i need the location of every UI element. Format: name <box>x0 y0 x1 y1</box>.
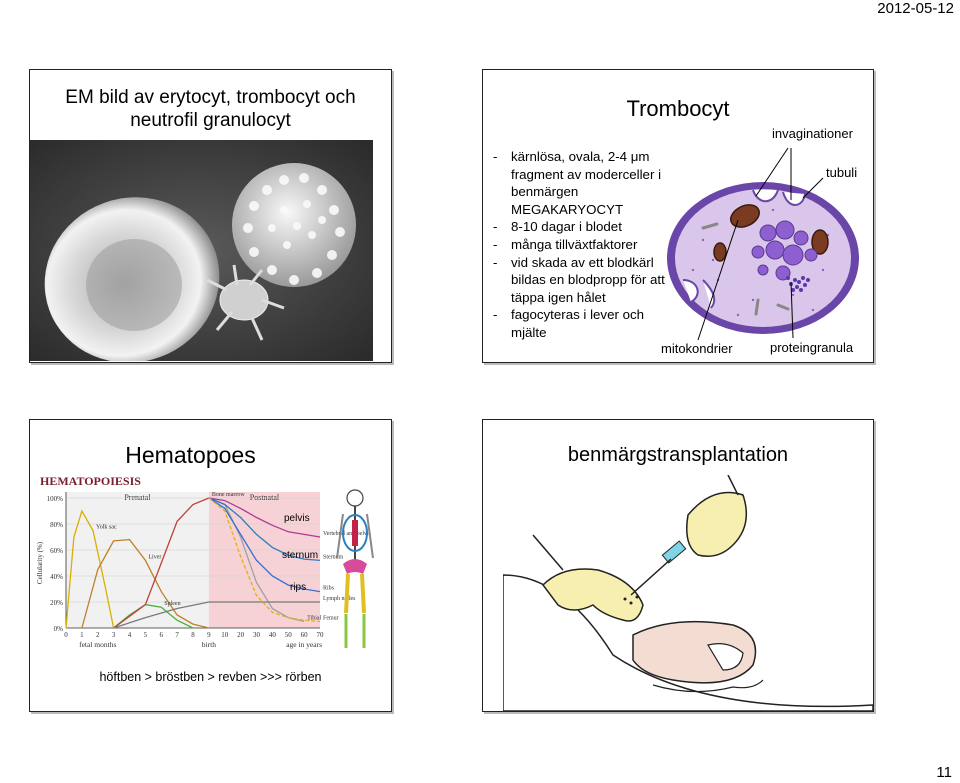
x-tick-label: 70 <box>317 631 325 639</box>
y-tick-label: 40% <box>50 573 63 581</box>
thrombocyte <box>206 264 285 341</box>
slide1-title: EM bild av erytocyt, trombocyt och neutr… <box>30 86 391 132</box>
label-tubuli: tubuli <box>826 165 858 180</box>
x-tick-label: 9 <box>207 631 211 639</box>
slide2-title: Trombocyt <box>626 96 730 121</box>
x-label-age: age in years <box>286 640 322 649</box>
series-line-liver <box>81 538 210 629</box>
left-hand <box>542 568 644 622</box>
slide1-title-line2: neutrofil granulocyt <box>130 110 291 131</box>
series-line-vertebral-and-pelvis <box>208 497 321 538</box>
series-label: Yolk sac <box>96 525 117 531</box>
y-tick-label: 60% <box>50 547 63 555</box>
x-tick-label: 6 <box>160 631 164 639</box>
slide-benmargstransplantation: benmärgstransplantation <box>482 419 874 712</box>
series-line-yolk-sac <box>65 509 115 629</box>
skeleton-figure <box>336 489 374 648</box>
x-tick-label: 20 <box>237 631 245 639</box>
annotation-sternum: sternum <box>282 550 319 561</box>
series-label: Lymph nodes <box>323 596 356 602</box>
x-tick-label: 2 <box>96 631 100 639</box>
bullet-4: vid skada av ett blodkärl bildas en blod… <box>489 254 669 307</box>
annotation-pelvis: pelvis <box>284 513 310 524</box>
slide4-title: benmärgstransplantation <box>567 444 789 466</box>
series-line-spleen <box>113 603 194 629</box>
x-tick-label: 5 <box>144 631 148 639</box>
x-tick-label: 40 <box>269 631 277 639</box>
slide-hematopoes: Hematopoes HEMATOPOIESIS Prenatal Postnat… <box>29 419 392 712</box>
slide1-title-line1: EM bild av erytocyt, trombocyt och <box>65 87 356 108</box>
slide3-title: Hematopoes <box>125 442 256 468</box>
series-label: Ribs <box>323 586 335 592</box>
x-tick-label: 30 <box>253 631 261 639</box>
series-line-bone-marrow <box>113 497 210 629</box>
region-postnatal <box>208 492 320 628</box>
y-tick-label: 0% <box>54 625 64 633</box>
y-axis-label: Cellularity (%) <box>36 541 44 584</box>
series-label: Liver <box>148 554 161 560</box>
series-label: Femur <box>323 616 339 622</box>
postnatal-label: Postnatal <box>250 493 280 502</box>
region-prenatal <box>66 492 209 628</box>
series-label: Tibial <box>307 616 321 622</box>
x-label-birth: birth <box>202 640 216 649</box>
right-hand <box>686 491 748 557</box>
slide3-caption: höftben > bröstben > revben >>> rörben <box>99 670 322 684</box>
series-label: Bone marrow <box>212 492 245 498</box>
series-label: Sternum <box>323 554 344 560</box>
annotation-rips: rips <box>290 582 307 593</box>
bullet-1: kärnlösa, ovala, 2-4 μm fragment av mode… <box>489 148 669 218</box>
slide-em-image: EM bild av erytocyt, trombocyt och neutr… <box>29 69 392 363</box>
series-label: Vertebral and pelvis <box>323 531 372 537</box>
series-label: Spleen <box>164 601 180 607</box>
x-tick-label: 50 <box>285 631 293 639</box>
x-tick-label: 10 <box>221 631 229 639</box>
platelet-diagram <box>667 147 859 341</box>
label-protein: proteingranula <box>770 340 854 355</box>
x-tick-label: 7 <box>175 631 179 639</box>
em-micrograph <box>30 140 373 361</box>
x-tick-label: 60 <box>301 631 309 639</box>
prenatal-label: Prenatal <box>124 493 151 502</box>
slide-trombocyt: Trombocyt kärnlösa, ovala, 2-4 μm fragme… <box>482 69 874 363</box>
x-tick-label: 3 <box>112 631 116 639</box>
label-mitochondria: mitokondrier <box>661 341 733 356</box>
header-date: 2012-05-12 <box>877 0 954 17</box>
bone-marrow-procedure-illustration <box>503 475 873 711</box>
trombocyt-bullets: kärnlösa, ovala, 2-4 μm fragment av mode… <box>489 148 669 342</box>
x-tick-label: 1 <box>80 631 84 639</box>
x-tick-label: 8 <box>191 631 195 639</box>
y-tick-label: 100% <box>47 495 64 503</box>
series-line-sternum <box>208 497 321 562</box>
series-line-lymph-nodes <box>113 601 320 629</box>
bullet-5: fagocyteras i lever och mjälte <box>489 306 669 341</box>
series-line-ribs <box>208 497 321 593</box>
x-tick-label: 0 <box>64 631 68 639</box>
bullet-2: 8-10 dagar i blodet <box>489 218 669 236</box>
x-tick-label: 4 <box>128 631 132 639</box>
syringe-needle <box>630 540 687 596</box>
figure-title: HEMATOPOIESIS <box>40 474 141 488</box>
series-line-femur <box>208 497 321 623</box>
y-tick-label: 20% <box>50 599 63 607</box>
y-tick-label: 80% <box>50 521 63 529</box>
x-label-fetal: fetal months <box>79 640 116 649</box>
page-number: 11 <box>936 764 952 781</box>
hematopoiesis-chart: Prenatal Postnatal 100% 80% 60% 40% 20% 0%0 1 2 3 4… <box>36 492 372 649</box>
bullet-3: många tillväxtfaktorer <box>489 236 669 254</box>
label-invaginations: invaginationer <box>772 126 853 141</box>
